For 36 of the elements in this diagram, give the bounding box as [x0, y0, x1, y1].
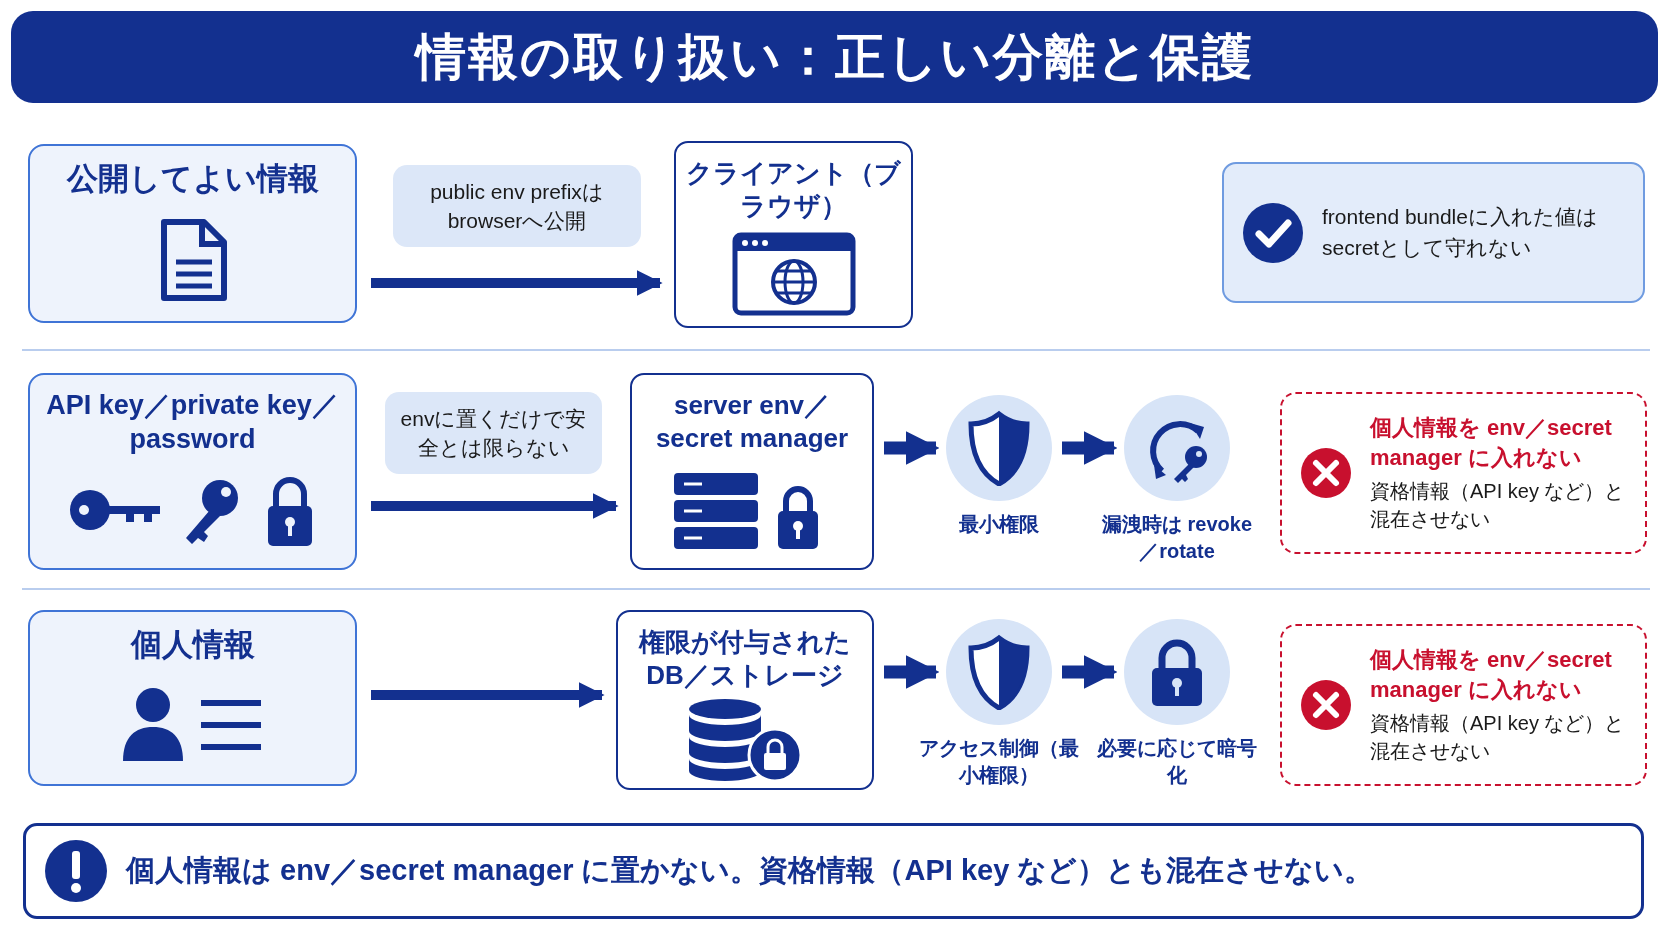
arrow [371, 493, 619, 519]
icon-caption: 必要に応じて暗号化 [1096, 736, 1258, 788]
info-panel [28, 144, 357, 323]
warning-text: 資格情報（API key など）と混在させない [1370, 710, 1626, 764]
arrow [371, 682, 605, 708]
heading: 個人情報 [129, 626, 256, 664]
system-box [630, 373, 874, 570]
heading: 権限が付与されたDB／ストレージ [637, 626, 852, 691]
title: 情報の取り扱い：正しい分離と保護 [415, 27, 1254, 87]
edge-label: envに置くだけで安全とは限らない [385, 392, 602, 474]
warning-box [1280, 392, 1647, 554]
heading: API key／private key／password [45, 389, 340, 456]
notice-banner [23, 823, 1644, 919]
arrow [884, 431, 940, 465]
heading: 公開してよい情報 [65, 160, 320, 198]
warning-heading: 個人情報を env／secret manager に入れない [1370, 414, 1613, 472]
arrow [884, 655, 940, 689]
arrow [1062, 655, 1118, 689]
heading: server env／secret manager [654, 389, 850, 454]
info-panel [28, 373, 357, 570]
arrow [1062, 431, 1118, 465]
warning-box [1280, 624, 1647, 786]
note-box [1222, 162, 1645, 303]
icon-caption: 漏洩時は revoke／rotate [1100, 512, 1254, 564]
edge-label: public env prefixはbrowserへ公開 [393, 165, 641, 247]
notice-text: 個人情報は env／secret manager に置かない。資格情報（API key など）とも混在させない。 [126, 853, 1374, 888]
arrow [371, 270, 663, 296]
heading: クライアント（ブラウザ） [685, 157, 902, 222]
icon-caption: アクセス制御（最小権限） [918, 736, 1080, 788]
warning-heading: 個人情報を env／secret manager に入れない [1370, 646, 1613, 704]
warning-text: 資格情報（API key など）と混在させない [1370, 478, 1626, 532]
system-box [674, 141, 913, 328]
info-panel [28, 610, 357, 786]
icon-caption: 最小権限 [958, 512, 1040, 537]
note-text: frontend bundleに入れた値はsecretとして守れない [1322, 204, 1599, 261]
system-box [616, 610, 874, 790]
